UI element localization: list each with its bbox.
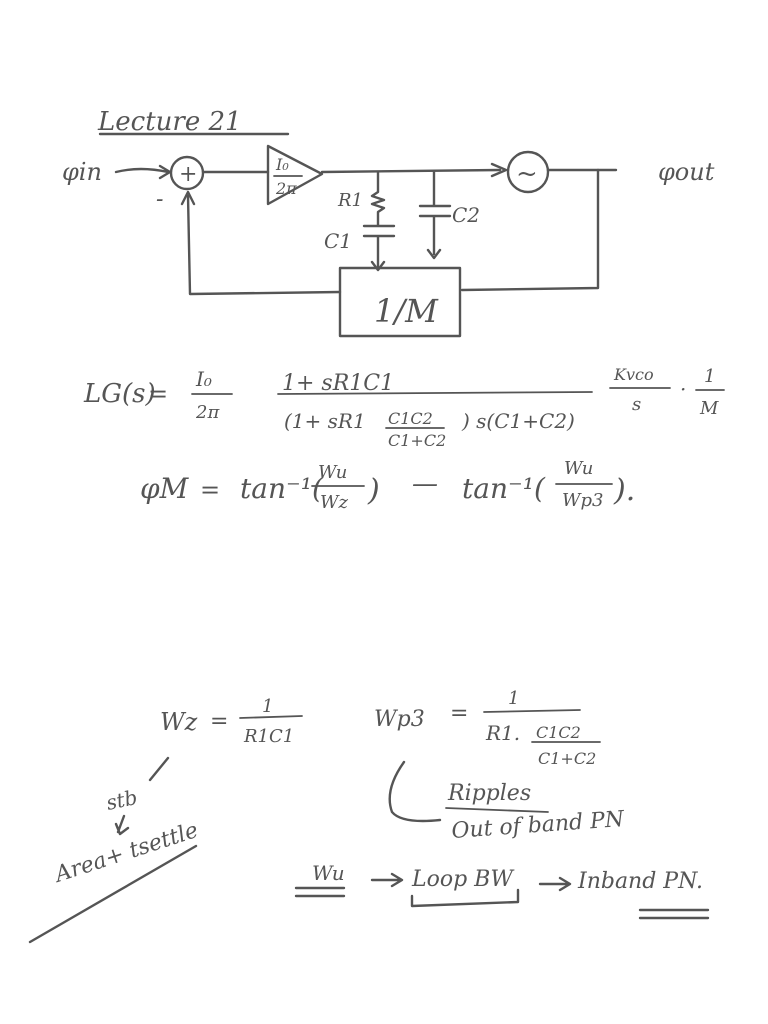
feedback-arrowhead bbox=[180, 190, 196, 206]
inband-note: Inband PN. bbox=[577, 869, 703, 894]
divider-box bbox=[338, 266, 462, 338]
wp3-den-frac-den: C1+C2 bbox=[538, 749, 596, 768]
wp3-num: 1 bbox=[508, 688, 519, 709]
pm-close1: ) bbox=[367, 473, 380, 508]
out-of-band-note: Out of band PN bbox=[451, 807, 626, 844]
r1-label: R1 bbox=[337, 190, 363, 211]
stb-tradeoff-arrows bbox=[114, 814, 130, 836]
tradeoff-notes: stb Area+ tsettle Ripples Out of band PN… bbox=[28, 756, 710, 944]
lg-tf-den-frac-den: C1+C2 bbox=[388, 431, 446, 450]
divider-label: 1/M bbox=[374, 292, 439, 330]
wz-bar bbox=[239, 715, 303, 719]
ripples-underline bbox=[445, 807, 549, 813]
cp-gain-den: 2π bbox=[275, 179, 297, 198]
stb-note: stb bbox=[104, 785, 139, 815]
loop-gain-equation: LG(s) = I₀ 2π 1+ sR1C1 (1+ sR1 C1C2 C1+C… bbox=[83, 365, 725, 450]
pm-f1-den: Wz bbox=[320, 492, 349, 513]
cp-to-vco-wire bbox=[320, 168, 502, 174]
wp3-equation: Wp3 = 1 R1. C1C2 C1+C2 bbox=[374, 688, 601, 768]
lg-tf-bar bbox=[277, 391, 593, 395]
inband-double-underline bbox=[638, 908, 710, 920]
charge-pump-triangle bbox=[266, 144, 324, 206]
pm-f2-den: Wp3 bbox=[562, 490, 603, 511]
wz-equals: = bbox=[210, 709, 228, 734]
wz-pointer-line bbox=[148, 756, 170, 782]
wp3-lhs: Wp3 bbox=[374, 707, 425, 732]
input-arrow bbox=[114, 164, 172, 180]
pm-atan1: tan⁻¹( bbox=[240, 472, 324, 505]
lg-kvco-num: Kvco bbox=[613, 365, 654, 384]
pm-f2-num: Wu bbox=[564, 458, 593, 479]
lecture-title: Lecture 21 bbox=[97, 107, 242, 137]
sum-minus-sign: - bbox=[156, 187, 163, 212]
lg-dot: · bbox=[680, 377, 686, 401]
vco-symbol: ~ bbox=[516, 159, 538, 189]
r1-c1-branch bbox=[362, 170, 396, 272]
sum-plus-sign: + bbox=[179, 162, 197, 187]
wp3-bracket bbox=[388, 760, 442, 823]
title-block: Lecture 21 bbox=[97, 107, 290, 137]
wp3-equals: = bbox=[450, 701, 468, 726]
c2-branch bbox=[418, 170, 452, 260]
lg-tf-num: 1+ sR1C1 bbox=[282, 371, 394, 396]
pm-f1-num: Wu bbox=[318, 462, 347, 483]
wp3-bar bbox=[483, 709, 581, 713]
lg-kvco-den: s bbox=[632, 394, 641, 415]
c1-label: C1 bbox=[324, 229, 352, 253]
lg-tf-den-a: (1+ sR1 bbox=[284, 409, 366, 433]
wu-note: Wu bbox=[312, 861, 345, 885]
input-label: φin bbox=[62, 158, 102, 186]
vco-circle bbox=[506, 150, 550, 194]
arrow-to-inband bbox=[538, 876, 572, 892]
pm-minus: — bbox=[412, 469, 438, 499]
feedback-left-wire bbox=[186, 194, 342, 296]
lg-tf-den-b: ) s(C1+C2) bbox=[461, 409, 575, 433]
loop-bw-note: Loop BW bbox=[411, 867, 515, 892]
lg-div-num: 1 bbox=[704, 366, 715, 387]
pm-close2: ). bbox=[613, 473, 635, 508]
feedback-right-wire bbox=[460, 168, 600, 292]
output-label: φout bbox=[658, 158, 715, 186]
loop-bw-bracket bbox=[410, 888, 520, 908]
wp3-den-frac-num: C1C2 bbox=[536, 723, 581, 742]
wu-double-underline bbox=[294, 886, 346, 898]
vco-arrowhead bbox=[490, 162, 508, 178]
cp-gain-num: I₀ bbox=[275, 155, 289, 174]
lg-cp-den: 2π bbox=[195, 402, 220, 423]
c2-label: C2 bbox=[452, 203, 480, 227]
lg-lhs: LG(s) bbox=[83, 379, 156, 409]
wz-lhs: Wz bbox=[160, 708, 198, 736]
pm-lhs: φM bbox=[140, 472, 190, 505]
wz-equation: Wz = 1 R1C1 bbox=[160, 696, 303, 747]
phase-margin-equation: φM = tan⁻¹( Wu Wz ) — tan⁻¹( Wu Wp3 ). bbox=[140, 458, 635, 513]
ripples-note: Ripples bbox=[447, 781, 531, 806]
wz-den: R1C1 bbox=[243, 726, 294, 747]
arrow-to-loop-bw bbox=[370, 872, 404, 888]
tradeoff-slash bbox=[28, 844, 198, 944]
wz-num: 1 bbox=[262, 696, 273, 717]
lg-equals: = bbox=[148, 380, 168, 408]
pll-block-diagram: φin + - I₀ 2π R1 C1 C2 ~ φout 1/M bbox=[62, 144, 715, 338]
lg-div-den: M bbox=[699, 398, 719, 419]
pm-equals: = bbox=[200, 476, 220, 504]
lg-cp-num: I₀ bbox=[195, 367, 212, 391]
lg-tf-den-frac-num: C1C2 bbox=[388, 409, 433, 428]
pm-atan2: tan⁻¹( bbox=[462, 472, 546, 505]
wp3-den-a: R1. bbox=[485, 721, 520, 745]
